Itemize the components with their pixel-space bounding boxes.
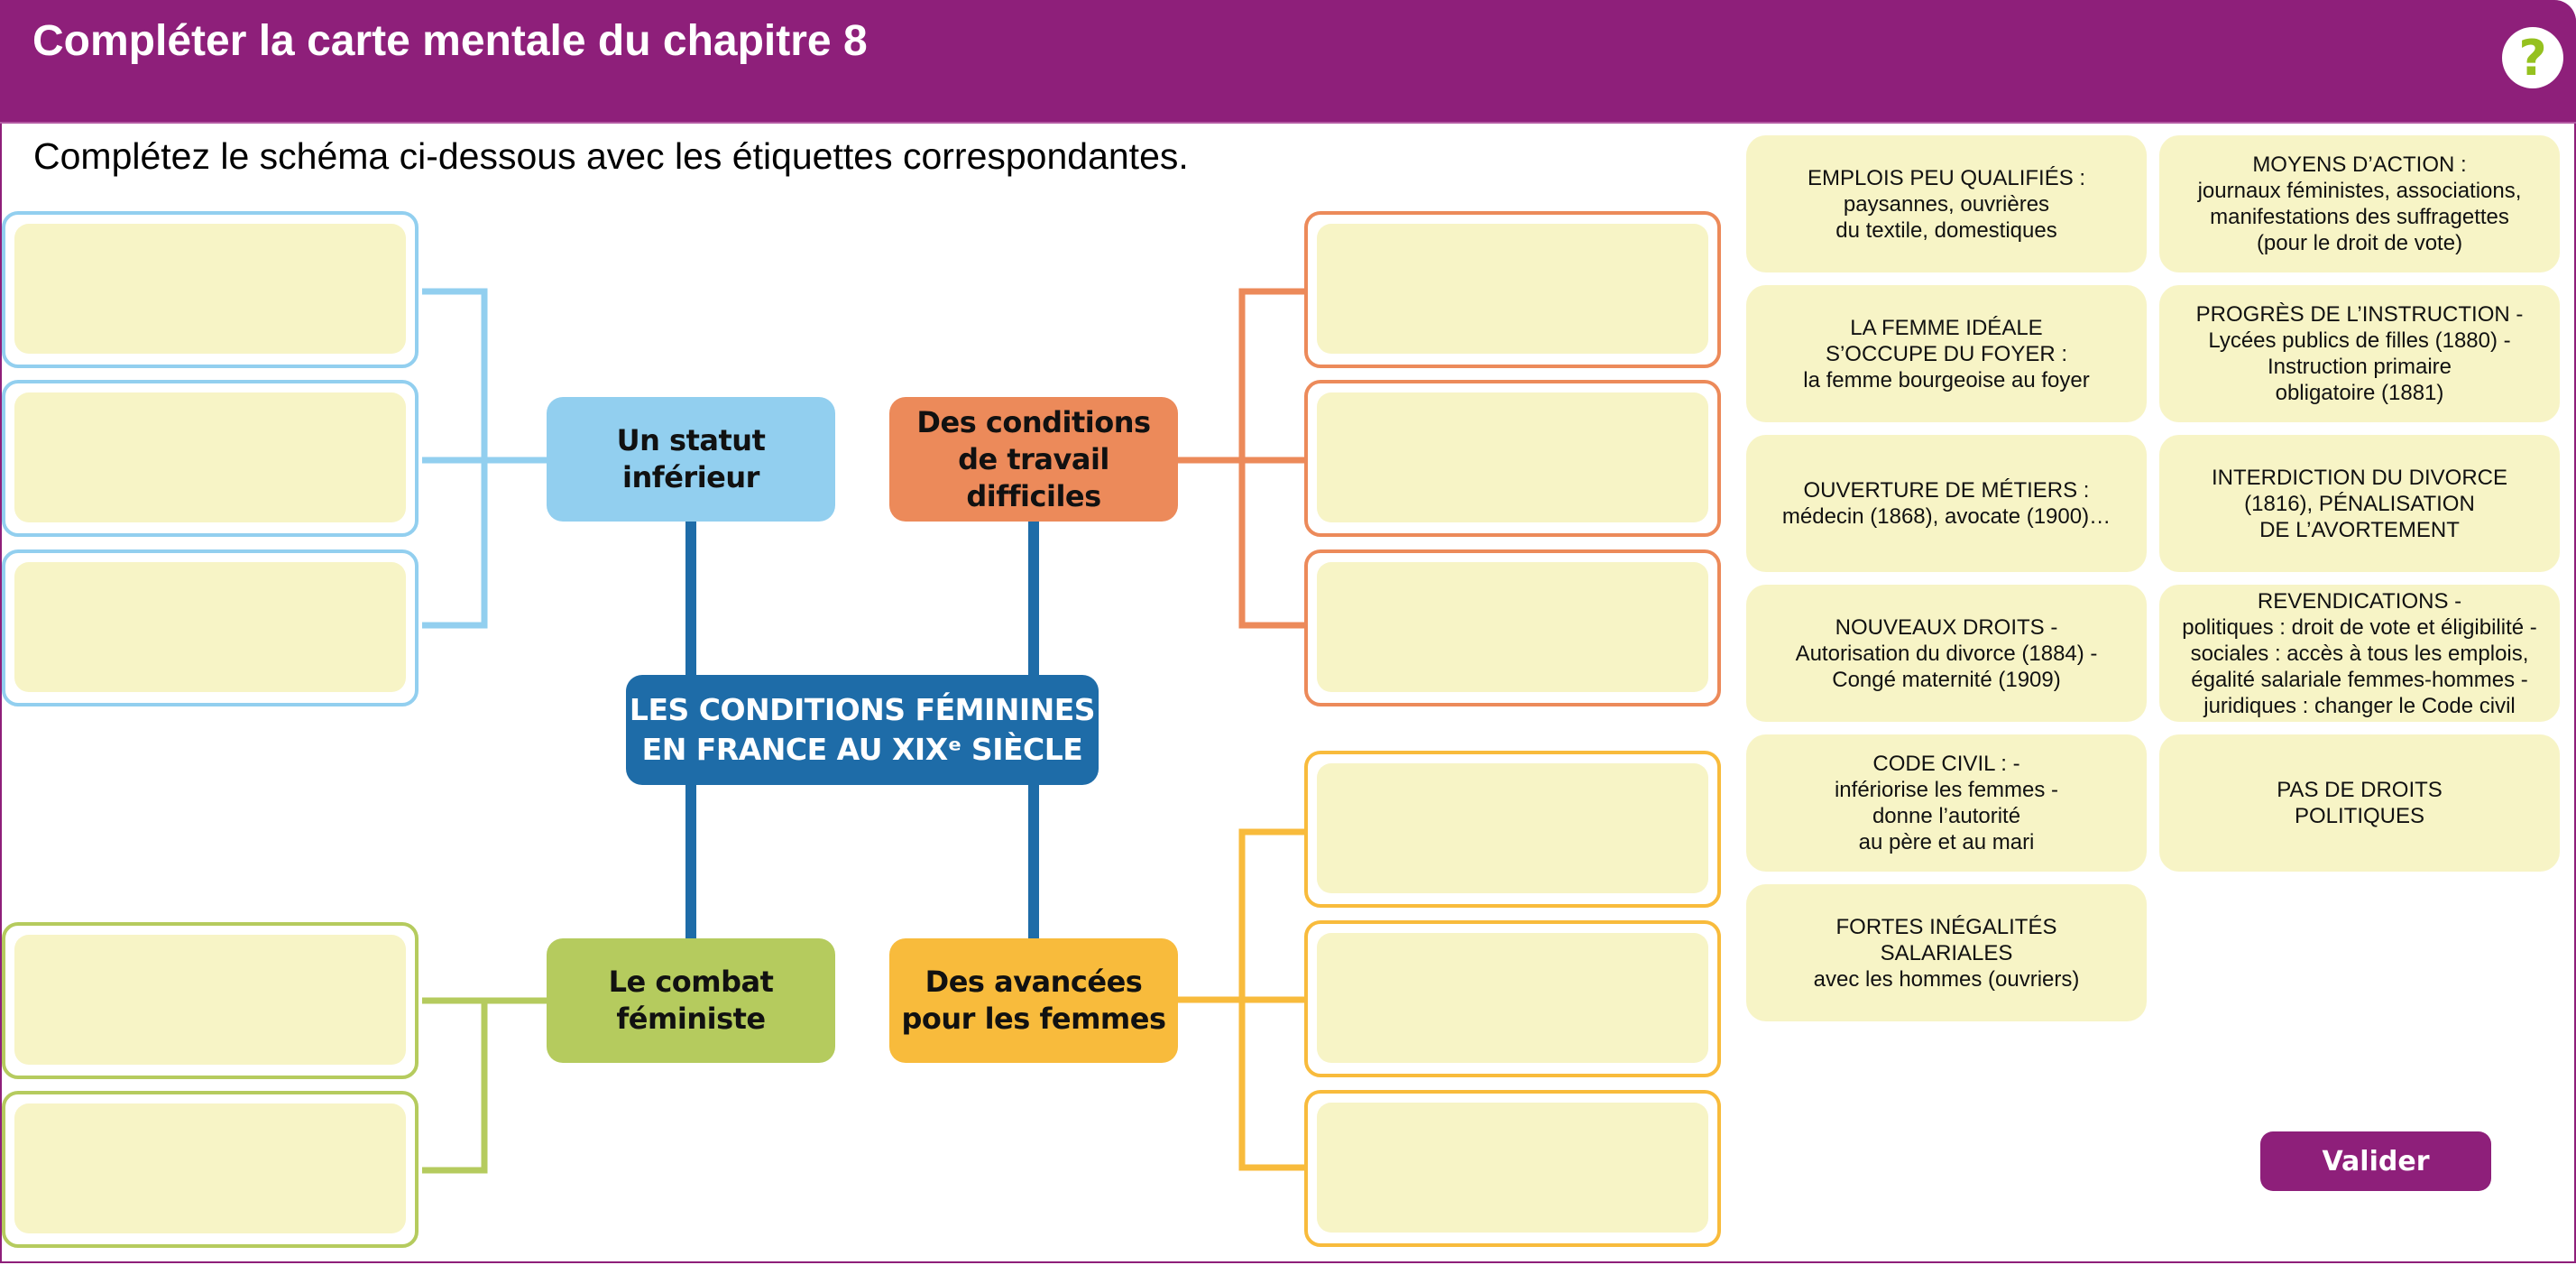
drop-zone-fill bbox=[14, 224, 406, 354]
label-card[interactable]: MOYENS D’ACTION : journaux féministes, a… bbox=[2159, 135, 2560, 272]
label-card[interactable]: LA FEMME IDÉALE S’OCCUPE DU FOYER : la f… bbox=[1746, 285, 2147, 422]
help-icon[interactable]: ? bbox=[2502, 27, 2563, 88]
label-card[interactable]: CODE CIVIL : - infériorise les femmes - … bbox=[1746, 734, 2147, 872]
drop-zone-combat-2[interactable] bbox=[2, 1091, 419, 1248]
drop-zone-fill bbox=[1317, 224, 1708, 354]
drop-zone-fill bbox=[14, 392, 406, 522]
validate-button[interactable]: Valider bbox=[2260, 1131, 2491, 1191]
page-title: Compléter la carte mentale du chapitre 8 bbox=[32, 17, 868, 65]
label-card[interactable]: REVENDICATIONS - politiques : droit de v… bbox=[2159, 585, 2560, 722]
branch-node-travail: Des conditions de travail difficiles bbox=[889, 397, 1178, 522]
drop-zone-avancees-2[interactable] bbox=[1304, 920, 1721, 1077]
instruction-text: Complétez le schéma ci-dessous avec les … bbox=[33, 135, 1189, 177]
drop-zone-fill bbox=[14, 562, 406, 692]
branch-node-statut: Un statut inférieur bbox=[547, 397, 835, 522]
drop-zone-statut-3[interactable] bbox=[2, 549, 419, 706]
label-card[interactable]: EMPLOIS PEU QUALIFIÉS : paysannes, ouvri… bbox=[1746, 135, 2147, 272]
drop-zone-travail-2[interactable] bbox=[1304, 380, 1721, 537]
drop-zone-avancees-1[interactable] bbox=[1304, 751, 1721, 908]
drop-zone-avancees-3[interactable] bbox=[1304, 1090, 1721, 1247]
drop-zone-fill bbox=[1317, 763, 1708, 893]
branch-node-combat: Le combat féministe bbox=[547, 938, 835, 1063]
drop-zone-fill bbox=[1317, 1103, 1708, 1233]
label-card[interactable]: INTERDICTION DU DIVORCE (1816), PÉNALISA… bbox=[2159, 435, 2560, 572]
drop-zone-fill bbox=[1317, 562, 1708, 692]
label-card[interactable]: NOUVEAUX DROITS - Autorisation du divorc… bbox=[1746, 585, 2147, 722]
drop-zone-combat-1[interactable] bbox=[2, 922, 419, 1079]
label-card[interactable]: PROGRÈS DE L’INSTRUCTION - Lycées public… bbox=[2159, 285, 2560, 422]
label-card[interactable]: OUVERTURE DE MÉTIERS : médecin (1868), a… bbox=[1746, 435, 2147, 572]
drop-zone-travail-1[interactable] bbox=[1304, 211, 1721, 368]
drop-zone-statut-1[interactable] bbox=[2, 211, 419, 368]
drop-zone-travail-3[interactable] bbox=[1304, 549, 1721, 706]
center-node: LES CONDITIONS FÉMININES EN FRANCE AU XI… bbox=[626, 675, 1099, 785]
label-card[interactable]: FORTES INÉGALITÉS SALARIALES avec les ho… bbox=[1746, 884, 2147, 1021]
drop-zone-fill bbox=[14, 935, 406, 1065]
label-card[interactable]: PAS DE DROITS POLITIQUES bbox=[2159, 734, 2560, 872]
branch-node-avancees: Des avancées pour les femmes bbox=[889, 938, 1178, 1063]
drop-zone-fill bbox=[14, 1103, 406, 1233]
drop-zone-statut-2[interactable] bbox=[2, 380, 419, 537]
drop-zone-fill bbox=[1317, 933, 1708, 1063]
drop-zone-fill bbox=[1317, 392, 1708, 522]
header-bar: Compléter la carte mentale du chapitre 8… bbox=[0, 0, 2576, 124]
connector-combat-bracket bbox=[422, 997, 488, 1174]
